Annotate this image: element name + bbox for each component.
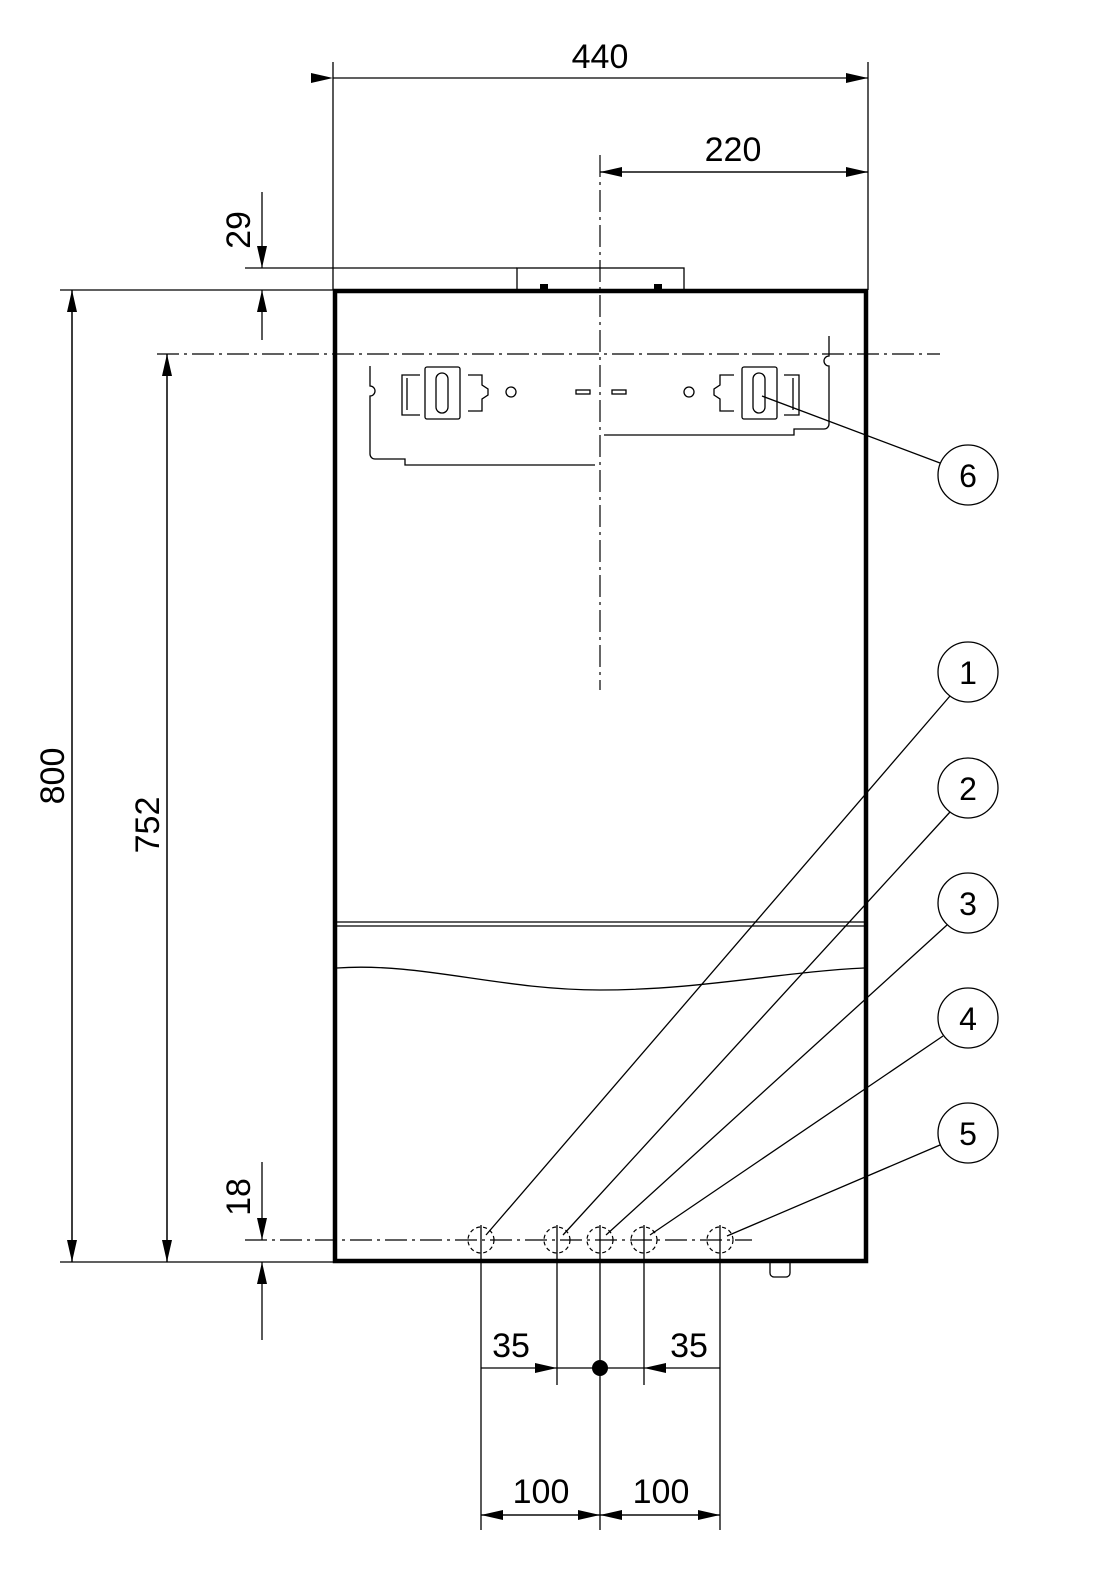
svg-text:800: 800: [34, 748, 72, 805]
callout-4: 4: [649, 987, 999, 1236]
pipe-connections: [467, 1226, 734, 1254]
callout-2: 2: [562, 757, 999, 1236]
callout-6: 6: [761, 395, 999, 506]
svg-text:18: 18: [220, 1178, 258, 1216]
dimension-overall-height: 800: [34, 290, 77, 1262]
extension-lines: [60, 62, 869, 1530]
pipe-4: [630, 1226, 658, 1254]
dimension-overall-width: 440: [311, 38, 868, 83]
svg-text:1: 1: [959, 655, 977, 691]
dimension-bracket-height: 752: [129, 354, 172, 1262]
mounting-bracket: [369, 336, 830, 466]
callout-1: 1: [485, 641, 999, 1236]
pipe-3: [586, 1226, 614, 1254]
dimension-pipe-offset: 18: [220, 1162, 267, 1340]
svg-text:6: 6: [959, 458, 977, 494]
svg-text:2: 2: [959, 771, 977, 807]
svg-text:100: 100: [513, 1473, 570, 1511]
pipe-1: [467, 1226, 495, 1254]
svg-text:440: 440: [572, 38, 629, 76]
pipe-5: [706, 1226, 734, 1254]
svg-text:4: 4: [959, 1001, 977, 1037]
dimension-inner-spacing: 35 35: [481, 1327, 720, 1376]
callout-3: 3: [605, 872, 999, 1236]
dimension-flue-offset: 29: [220, 192, 267, 340]
callout-5: 5: [726, 1102, 999, 1237]
svg-text:3: 3: [959, 886, 977, 922]
svg-text:35: 35: [492, 1327, 530, 1365]
reference-point: [592, 1360, 608, 1376]
dimension-half-width: 220: [600, 131, 868, 177]
svg-text:752: 752: [129, 797, 167, 854]
svg-text:5: 5: [959, 1116, 977, 1152]
svg-text:35: 35: [670, 1327, 708, 1365]
svg-text:100: 100: [633, 1473, 690, 1511]
dimension-outer-spacing: 100 100: [481, 1473, 720, 1520]
pipe-2: [543, 1226, 571, 1254]
svg-text:29: 29: [220, 211, 258, 249]
svg-text:220: 220: [705, 131, 762, 169]
